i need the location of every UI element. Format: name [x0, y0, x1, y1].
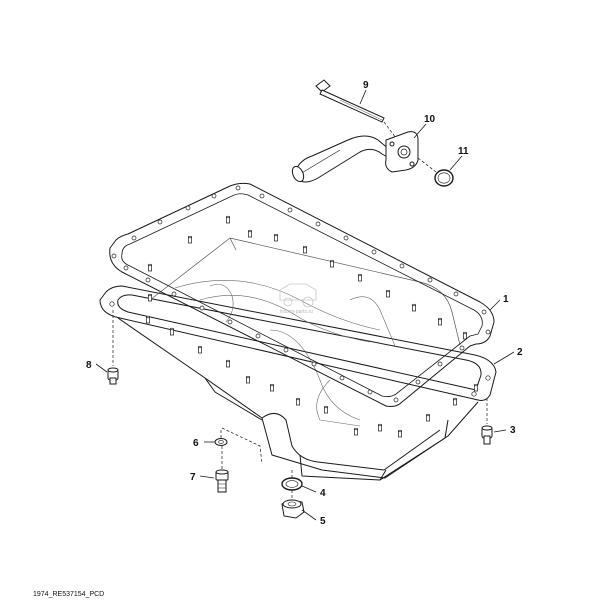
o-ring-11 [434, 169, 454, 187]
drawing-reference: 1974_RE537154_PCD [33, 591, 104, 598]
suction-pipe [291, 131, 419, 183]
washer-6 [214, 438, 228, 446]
bolt-9 [315, 79, 385, 123]
callout-10: 10 [424, 114, 436, 125]
callout-7: 7 [190, 472, 196, 483]
callout-6: 6 [193, 438, 199, 449]
oil-pan [99, 237, 497, 481]
bolt-3 [481, 425, 493, 445]
callout-11: 11 [458, 146, 469, 157]
callout-5: 5 [320, 516, 326, 527]
drain-plug-5 [281, 499, 305, 519]
gasket-holes [111, 185, 491, 403]
callout-9: 9 [363, 80, 369, 91]
callout-8: 8 [86, 360, 92, 371]
bolt-8 [107, 367, 119, 385]
watermark: tractor-parts.ru [279, 283, 317, 315]
leader-lines [95, 89, 515, 521]
callout-2: 2 [517, 347, 523, 358]
watermark-text: tractor-parts.ru [280, 309, 313, 315]
assembly-lines [112, 121, 488, 500]
callout-4: 4 [320, 488, 326, 499]
callout-3: 3 [510, 425, 516, 436]
callout-1: 1 [503, 294, 509, 305]
gasket [109, 182, 495, 407]
seal-ring-4 [281, 477, 303, 491]
fitting-7 [215, 469, 229, 493]
